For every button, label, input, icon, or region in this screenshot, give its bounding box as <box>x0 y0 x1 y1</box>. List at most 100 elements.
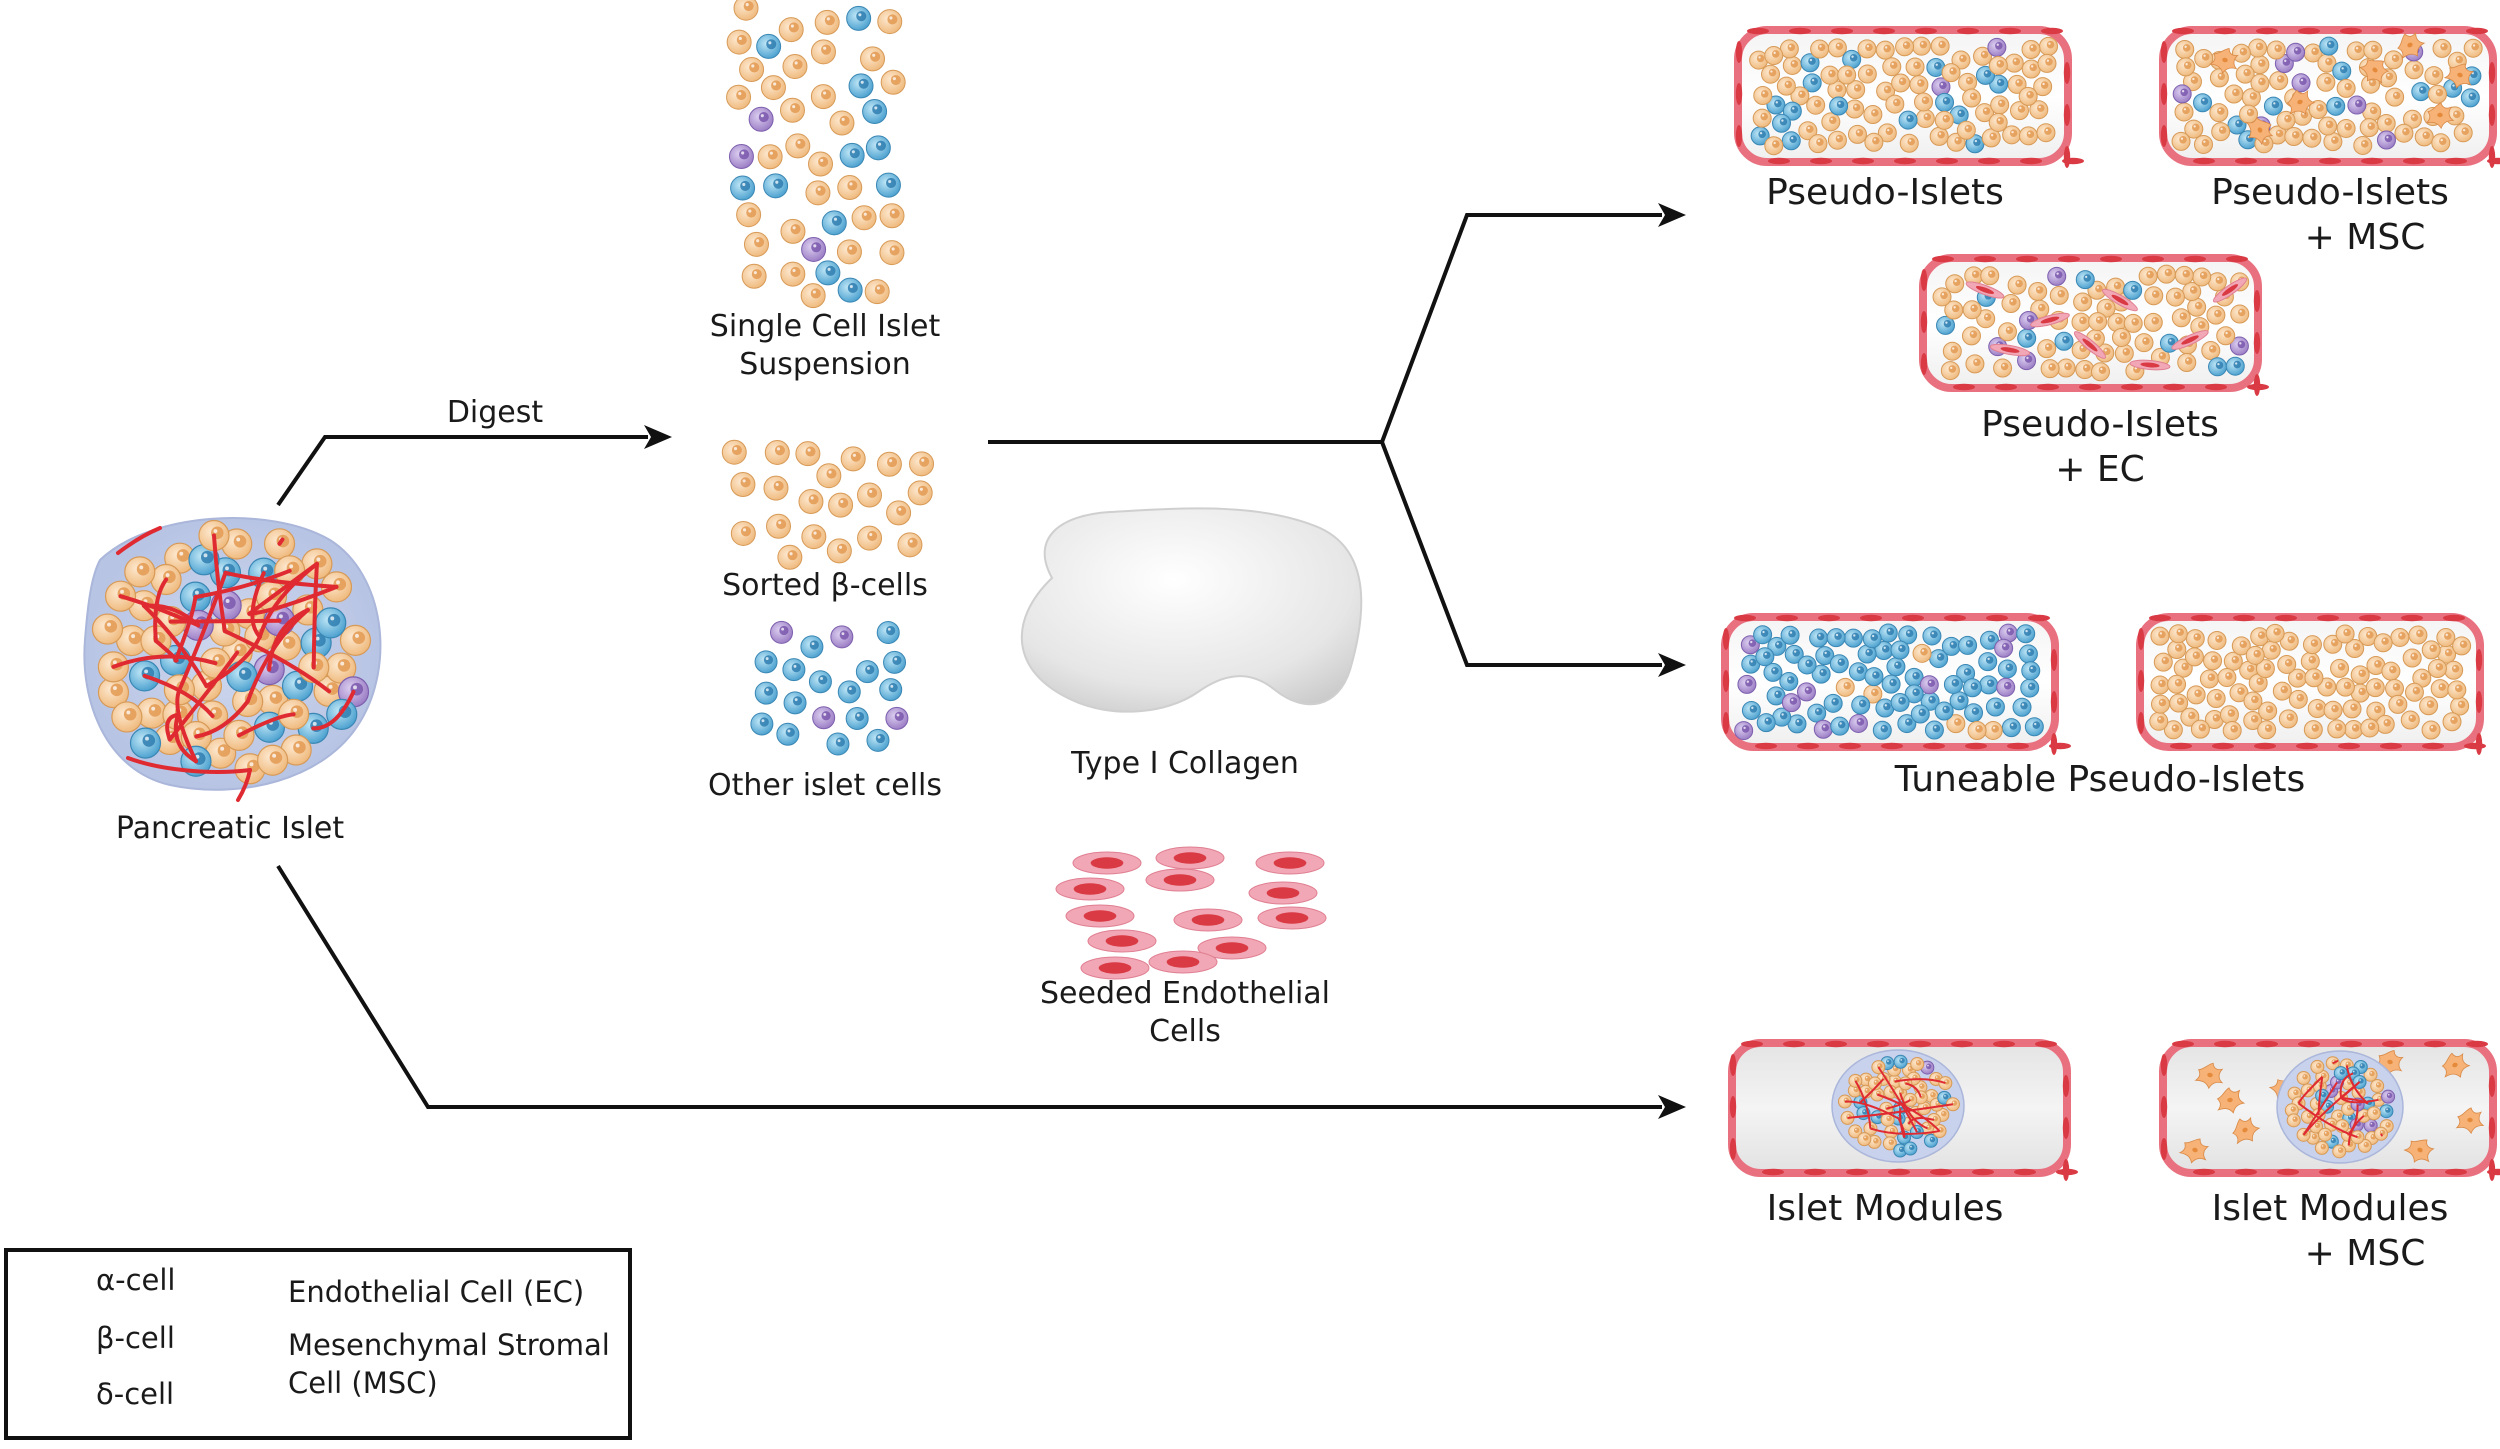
beta-cell <box>2185 629 2205 649</box>
delta-cell <box>770 620 794 644</box>
endothelial-cell <box>1155 846 1225 870</box>
msc-cell <box>2358 59 2390 84</box>
beta-cell <box>2375 714 2395 734</box>
beta-cell <box>2144 286 2164 306</box>
beta-cell <box>1956 120 1976 140</box>
alpha-cell <box>1997 659 2017 679</box>
endothelial-lining <box>1735 27 2084 168</box>
endothelial-cell <box>1965 281 2005 299</box>
beta-cell <box>1752 108 1772 128</box>
beta-cell <box>810 84 836 110</box>
alpha-cell <box>1890 640 1910 660</box>
delta-cell <box>1919 675 1939 695</box>
endothelial-cell <box>2212 277 2248 303</box>
islet-modules-msc-channel <box>2159 1039 2500 1181</box>
beta-cell <box>2186 685 2206 705</box>
alpha-cell <box>2319 36 2339 56</box>
beta-cell <box>1965 354 1985 374</box>
islet-module <box>1831 1049 1965 1163</box>
alpha-cell <box>783 691 807 715</box>
alpha-cell <box>1898 110 1918 130</box>
beta-cell <box>2257 720 2277 740</box>
alpha-cell <box>862 98 888 124</box>
beta-cell <box>1857 39 1877 59</box>
alpha-cell <box>2020 678 2040 698</box>
beta-cell <box>2303 43 2323 63</box>
delta-cell <box>1740 635 1760 655</box>
beta-cell <box>2206 305 2226 325</box>
alpha-cell <box>2332 61 2352 81</box>
alpha-cell <box>2460 88 2480 108</box>
beta-cell <box>2346 41 2366 61</box>
beta-cell <box>2385 87 2405 107</box>
beta-cell <box>2223 651 2243 671</box>
delta-cell <box>1734 721 1754 741</box>
alpha-cell <box>1943 674 1963 694</box>
beta-cell <box>2156 264 2176 284</box>
beta-cell <box>2432 38 2452 58</box>
beta-cell <box>2018 86 2038 106</box>
alpha-cell <box>2411 82 2431 102</box>
alpha-cell <box>2193 93 2213 113</box>
alpha-cell <box>845 707 869 731</box>
beta-cell <box>2231 43 2251 63</box>
beta-cell <box>2231 636 2251 656</box>
alpha-cell <box>754 650 778 674</box>
beta-cell <box>2463 38 2483 58</box>
beta-cell <box>1875 40 1895 60</box>
beta-cell <box>1975 103 1995 123</box>
beta-cell <box>780 261 806 287</box>
alpha-cell <box>1949 105 1969 125</box>
alpha-cell <box>1904 684 1924 704</box>
beta-cell <box>2332 1144 2347 1159</box>
alpha-cell <box>1897 714 1917 734</box>
msc-cell <box>2441 1052 2471 1078</box>
beta-cell <box>1827 38 1847 58</box>
beta-cell <box>816 463 842 489</box>
endothelial-cell <box>1148 950 1218 974</box>
beta-cell <box>2176 57 2196 77</box>
beta-cell <box>1944 300 1964 320</box>
delta-cell <box>2286 42 2306 62</box>
endothelial-cell <box>2102 288 2138 312</box>
alpha-cell <box>1815 646 1835 666</box>
beta-cell <box>1976 309 1996 329</box>
alpha-cell <box>1800 53 1820 73</box>
beta-cell <box>2400 710 2420 730</box>
beta-cell <box>2138 266 2158 286</box>
beta-cell <box>2007 275 2027 295</box>
beta-cell <box>730 471 756 497</box>
beta-cell <box>2134 333 2154 353</box>
beta-cell <box>1905 57 1925 77</box>
alpha-cell <box>808 670 832 694</box>
beta-cell <box>2304 668 2324 688</box>
beta-cell <box>257 744 289 776</box>
alpha-cell <box>782 658 806 682</box>
alpha-cell <box>1910 704 1930 724</box>
alpha-cell <box>1898 625 1918 645</box>
beta-cell <box>2217 668 2237 688</box>
msc-cell <box>2403 1139 2435 1163</box>
islet-modules-channel <box>1728 1039 2078 1181</box>
beta-cell <box>726 84 752 110</box>
beta-cell <box>2165 287 2185 307</box>
beta-cell <box>826 538 852 564</box>
beta-cell <box>2366 656 2386 676</box>
beta-cell <box>726 29 752 55</box>
beta-cell <box>2307 698 2327 718</box>
alpha-cell <box>1807 703 1827 723</box>
msc-cell <box>2286 89 2316 115</box>
beta-cell <box>2323 700 2343 720</box>
endothelial-cell <box>2073 331 2107 359</box>
beta-cell <box>840 446 866 472</box>
beta-cell <box>777 544 803 570</box>
beta-cell <box>730 520 756 546</box>
delta-cell <box>2363 1118 2378 1133</box>
beta-cell <box>2204 710 2224 730</box>
beta-cell <box>2018 126 2038 146</box>
alpha-cell <box>2333 1066 2348 1081</box>
endothelial-cell <box>1087 929 1157 953</box>
alpha-cell <box>1766 686 1786 706</box>
single-cell-suspension-cluster <box>726 0 906 309</box>
delta-cell <box>1994 638 2014 658</box>
